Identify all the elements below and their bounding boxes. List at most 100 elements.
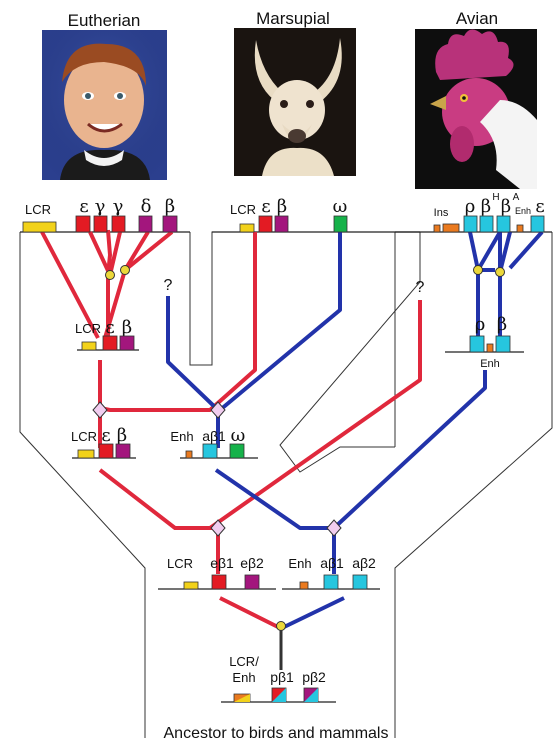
avian-ancestor-beta-label: β [497, 314, 507, 335]
duplication-node-therian-epsilon [92, 401, 108, 419]
root-pb2-label: pβ2 [302, 669, 326, 685]
amniote-omega-ab1-gene [323, 574, 339, 590]
marsupial-beta-gene [274, 215, 289, 233]
mammal-epsilon-ancestor: LCR ε β [75, 317, 135, 351]
duplication-node-amniote-epsilon [210, 519, 226, 537]
amniote-omega-ab2-gene [352, 574, 368, 590]
avian-ancestor-rho-label: ρ [475, 314, 486, 335]
avian-header: Avian [456, 9, 498, 28]
amniote-omega-ab2-label: aβ2 [352, 555, 376, 571]
avian-betaH-gene [479, 215, 494, 233]
marsupial-header: Marsupial [256, 9, 330, 28]
avian-enh-label: Enh [515, 206, 531, 216]
unknown-origin-omega: ? [164, 277, 173, 294]
therian-ancestor-epsilon-label: ε [101, 425, 110, 446]
duplication-nodes [92, 401, 342, 537]
avian-ancestor: ρ β Enh [469, 314, 511, 370]
eutherian-delta-gene [138, 215, 153, 233]
split-node-gamma [105, 270, 115, 280]
eutherian-beta-label: β [165, 196, 175, 217]
eutherian-epsilon-gene [75, 215, 91, 233]
mammal-ancestor-beta-label: β [122, 317, 132, 338]
avian-ancestor-rho-gene [469, 335, 485, 353]
therian-ancestor-beta-label: β [117, 425, 127, 446]
duplication-node-amniote-omega [326, 519, 342, 537]
figure-caption: Ancestor to birds and mammals [164, 725, 389, 742]
eutherian-header: Eutherian [68, 11, 141, 30]
avian-epsilon-label: ε [535, 196, 544, 217]
mammal-ancestor-lcr-box [81, 341, 97, 351]
root-pb1-label: pβ1 [270, 669, 294, 685]
avian-rho-gene [463, 215, 478, 233]
eutherian-photo [42, 30, 167, 180]
eutherian-gene-cluster: LCR ε γ γ δ β [22, 196, 178, 233]
split-nodes [105, 265, 505, 631]
split-node-avian-2 [495, 267, 505, 277]
avian-ancestor-beta-gene [495, 335, 511, 353]
mammal-ancestor-epsilon-label: ε [105, 317, 114, 338]
avian-rho-label: ρ [465, 196, 476, 217]
root-pb1-gene-split [272, 688, 286, 702]
avian-ins-label: Ins [434, 207, 449, 219]
root-ancestral-cluster: LCR/ Enh pβ1 pβ2 [229, 654, 326, 703]
marsupial-epsilon-gene [258, 215, 273, 233]
amniote-omega-cluster: Enh aβ1 aβ2 [288, 555, 376, 590]
amniote-omega-ab1-label: aβ1 [320, 555, 344, 571]
avian-betaH-label: β [481, 196, 491, 217]
therian-epsilon-ancestor: LCR ε β [71, 425, 131, 459]
avian-enh-box [516, 224, 524, 233]
amniote-eps-lcr-label: LCR [167, 556, 193, 571]
avian-gene-cluster: Ins ρ β H β A Enh ε [433, 192, 545, 233]
marsupial-lcr-label: LCR [230, 202, 256, 217]
marsupial-omega-gene [333, 215, 348, 233]
split-node-delta-beta [120, 265, 130, 275]
amniote-eps-eb2-label: eβ2 [240, 555, 264, 571]
avian-betaA-gene [496, 215, 511, 233]
avian-ancestor-enh-label: Enh [480, 358, 500, 370]
amniote-eps-eb1-gene [211, 574, 227, 590]
therian-omega-enh-box [185, 450, 193, 459]
root-lcr-label-line1: LCR/ [229, 654, 259, 669]
therian-omega-omega-label: ω [231, 425, 246, 446]
avian-ins-box [433, 224, 441, 233]
amniote-omega-enh-label: Enh [288, 556, 311, 571]
therian-omega-ab1-gene [202, 443, 218, 459]
split-node-avian-1 [473, 265, 483, 275]
tree-outline [19, 231, 553, 738]
avian-ins-block [442, 223, 460, 233]
eutherian-gamma2-gene [111, 215, 126, 233]
therian-ancestor-lcr-box [77, 449, 95, 459]
avian-betaA-label: β [501, 196, 511, 217]
eutherian-epsilon-label: ε [79, 196, 88, 217]
mammal-ancestor-beta-gene [119, 335, 135, 351]
duplication-node-therian-omega [210, 401, 226, 419]
eutherian-gamma2-label: γ [113, 196, 124, 217]
root-lcr-label-line2: Enh [232, 670, 255, 685]
therian-omega-ab1-label: aβ1 [202, 428, 226, 444]
cluster-baselines [20, 231, 552, 703]
eutherian-gamma1-label: γ [95, 196, 106, 217]
amniote-omega-enh-box [299, 581, 309, 590]
avian-betaA-superscript: A [513, 192, 520, 203]
mammal-ancestor-lcr-label: LCR [75, 321, 101, 336]
root-pb2-gene-split [304, 688, 318, 702]
marsupial-photo [234, 28, 356, 176]
therian-omega-omega-gene [229, 443, 245, 459]
amniote-eps-lcr-box [183, 581, 199, 590]
therian-ancestor-beta-gene [115, 443, 131, 459]
eutherian-gamma1-gene [93, 215, 108, 233]
eutherian-lcr-box [22, 221, 57, 233]
avian-epsilon-gene [530, 215, 545, 233]
therian-ancestor-epsilon-gene [98, 443, 114, 459]
avian-ancestor-enh-box [486, 343, 494, 353]
eutherian-lcr-label: LCR [25, 202, 51, 217]
avian-betaH-superscript: H [492, 192, 499, 203]
split-node-root [276, 621, 286, 631]
amniote-eps-eb1-label: eβ1 [210, 555, 234, 571]
therian-omega-ancestor: Enh aβ1 ω [170, 425, 246, 459]
marsupial-beta-label: β [277, 196, 287, 217]
therian-ancestor-lcr-label: LCR [71, 429, 97, 444]
mammal-ancestor-epsilon-gene [102, 335, 118, 351]
unknown-origin-epsilon: ? [416, 279, 425, 296]
